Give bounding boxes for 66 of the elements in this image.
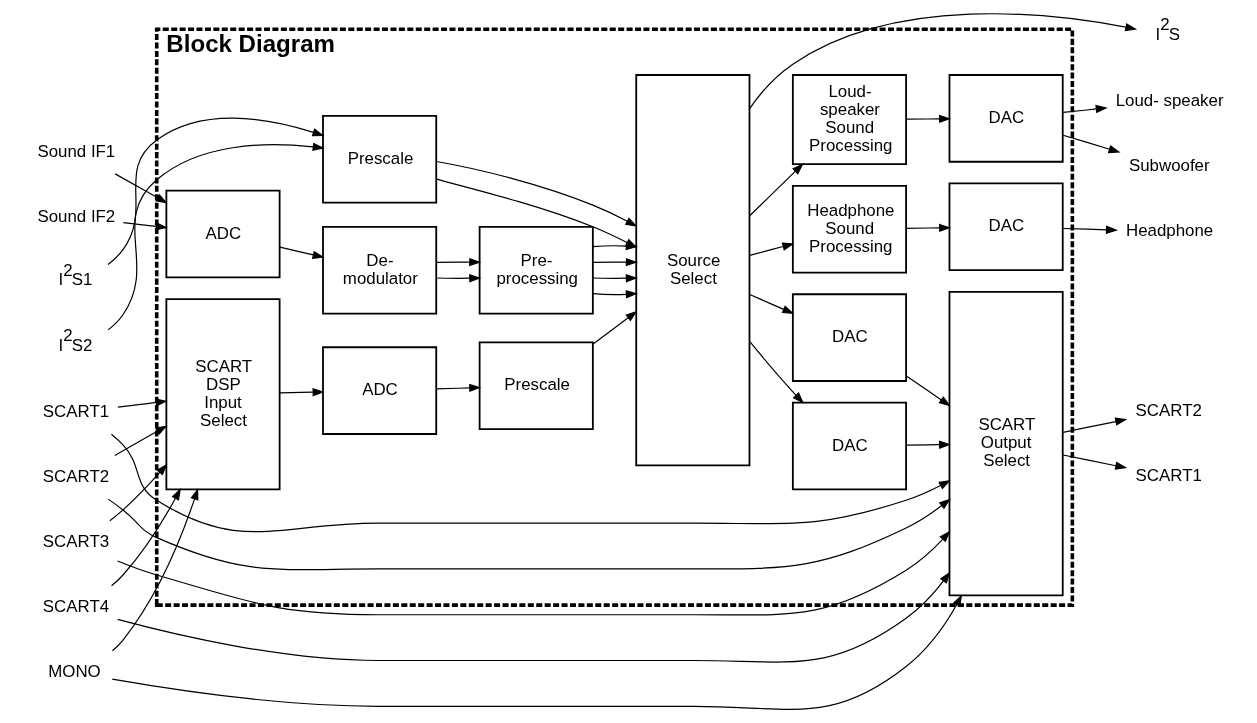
arrow xyxy=(1062,104,1108,114)
arrow xyxy=(905,375,951,407)
node-text: SCART1 xyxy=(1135,465,1202,485)
node-box: Prescale xyxy=(478,341,594,431)
arrow xyxy=(107,142,325,331)
arrow xyxy=(116,530,951,616)
arrow xyxy=(278,387,325,397)
arrow xyxy=(113,425,167,457)
node-text: MONO xyxy=(47,662,101,682)
arrow xyxy=(107,117,324,266)
arrow xyxy=(108,463,167,522)
node-box: DAC xyxy=(791,401,907,491)
node-text: SCART2 xyxy=(42,466,109,486)
node-text: Headphone xyxy=(1125,221,1213,241)
arrow xyxy=(592,274,638,283)
node-text: SCART2 xyxy=(1135,400,1202,420)
arrow xyxy=(107,498,951,571)
arrow xyxy=(278,246,325,259)
node-box: Pre- processing xyxy=(478,225,594,315)
node-box: DAC xyxy=(948,74,1064,163)
arrow xyxy=(905,223,951,233)
node-text: Loud- speaker xyxy=(1115,90,1224,110)
node-box: ADC xyxy=(164,189,281,279)
node-text: SCART4 xyxy=(42,596,109,616)
arrow xyxy=(111,487,198,652)
node-box: DAC xyxy=(948,182,1064,272)
arrow xyxy=(748,293,794,315)
arrow xyxy=(116,571,950,663)
node-box: SCART DSP Input Select xyxy=(164,298,281,491)
arrow xyxy=(122,222,168,231)
arrow xyxy=(435,257,481,267)
node-text: Subwoofer xyxy=(1128,156,1210,176)
node-text: SCART1 xyxy=(42,401,109,421)
arrow xyxy=(1062,134,1121,154)
arrow xyxy=(110,488,181,587)
arrow xyxy=(905,114,951,124)
node-box: Source Select xyxy=(634,74,750,467)
arrow xyxy=(592,290,638,299)
arrow xyxy=(1062,417,1127,433)
arrow xyxy=(592,310,637,345)
arrow xyxy=(748,340,804,404)
node-box: DAC xyxy=(791,293,907,382)
node-box: Loud- speaker Sound Processing xyxy=(791,74,907,166)
arrow xyxy=(592,257,638,267)
node-text: Sound IF2 xyxy=(36,206,115,226)
arrow xyxy=(116,398,168,408)
arrow xyxy=(748,242,794,256)
node-text: Sound IF1 xyxy=(36,141,115,161)
arrow xyxy=(111,594,962,710)
arrow xyxy=(905,440,951,449)
node-text: SCART3 xyxy=(42,531,109,551)
node-box: ADC xyxy=(321,346,437,435)
node-box: SCART Output Select xyxy=(948,290,1064,597)
arrow xyxy=(748,163,804,217)
arrow xyxy=(435,383,481,393)
arrow xyxy=(748,13,1137,110)
arrow xyxy=(435,160,637,227)
node-box: De- modulator xyxy=(321,225,437,315)
arrow xyxy=(114,173,168,204)
arrow xyxy=(1062,454,1127,470)
node-box: Prescale xyxy=(321,115,437,204)
arrow xyxy=(435,274,481,283)
node-box: Headphone Sound Processing xyxy=(791,184,907,274)
arrow xyxy=(110,433,951,533)
arrow xyxy=(1062,225,1118,234)
arrow xyxy=(435,178,637,248)
